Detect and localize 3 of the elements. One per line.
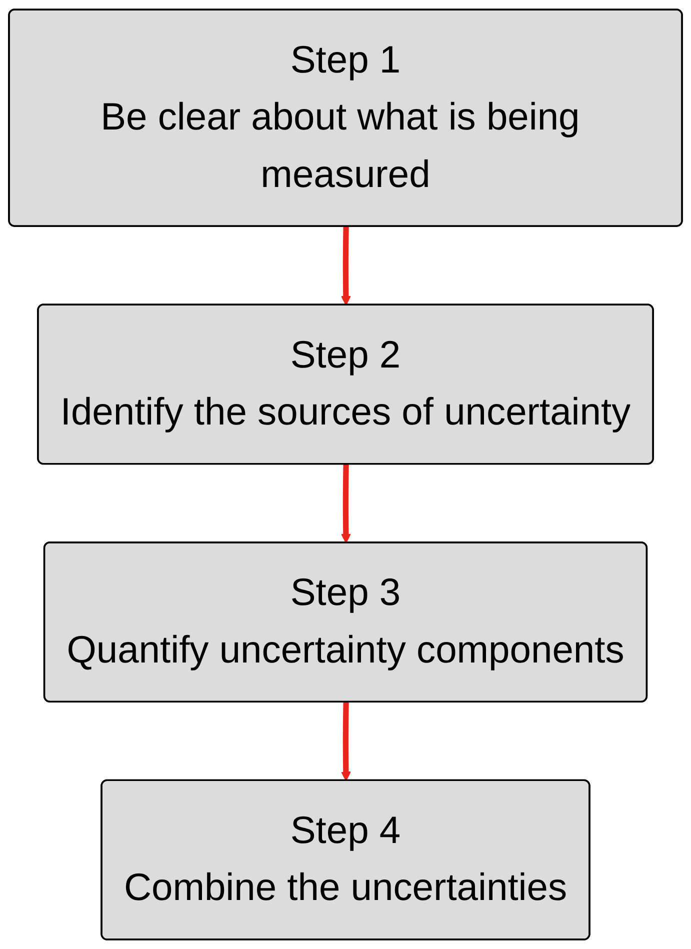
- arrow: [341, 226, 351, 306]
- arrow: [341, 464, 351, 544]
- arrow: [341, 702, 351, 782]
